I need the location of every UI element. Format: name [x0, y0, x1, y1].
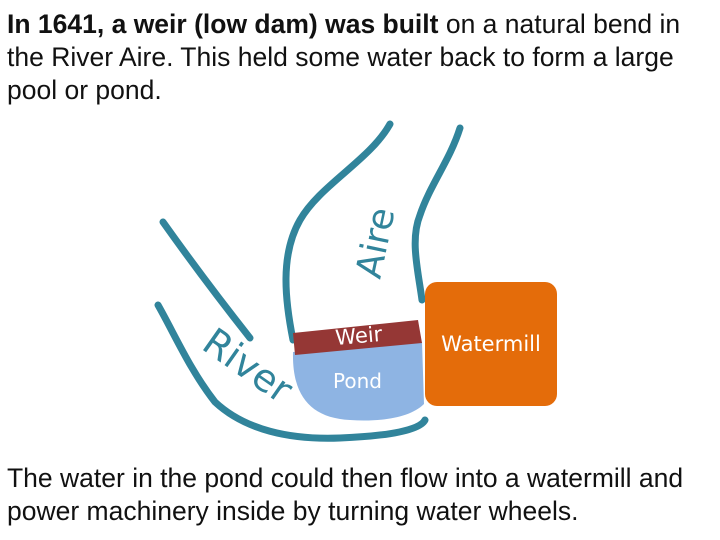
intro-caption-bold: In 1641, a weir (low dam) was built	[7, 9, 439, 39]
river-left-bank-upper	[159, 218, 254, 342]
river-label-aire: Aire	[349, 204, 404, 282]
river-left-bank	[154, 301, 429, 442]
watermill	[425, 282, 557, 406]
weir	[293, 320, 422, 355]
river-right-bank	[411, 124, 464, 304]
outro-caption: The water in the pond could then flow in…	[7, 463, 684, 526]
river-inner-bank	[282, 120, 394, 344]
weir-label: Weir	[334, 322, 383, 350]
pond	[292, 342, 424, 421]
intro-caption-rest: on a natural bend in the River Aire. Thi…	[7, 9, 681, 105]
pond-label: Pond	[333, 369, 382, 393]
watermill-label: Watermill	[441, 332, 541, 356]
intro-caption: In 1641, a weir (low dam) was built on a…	[7, 8, 713, 107]
